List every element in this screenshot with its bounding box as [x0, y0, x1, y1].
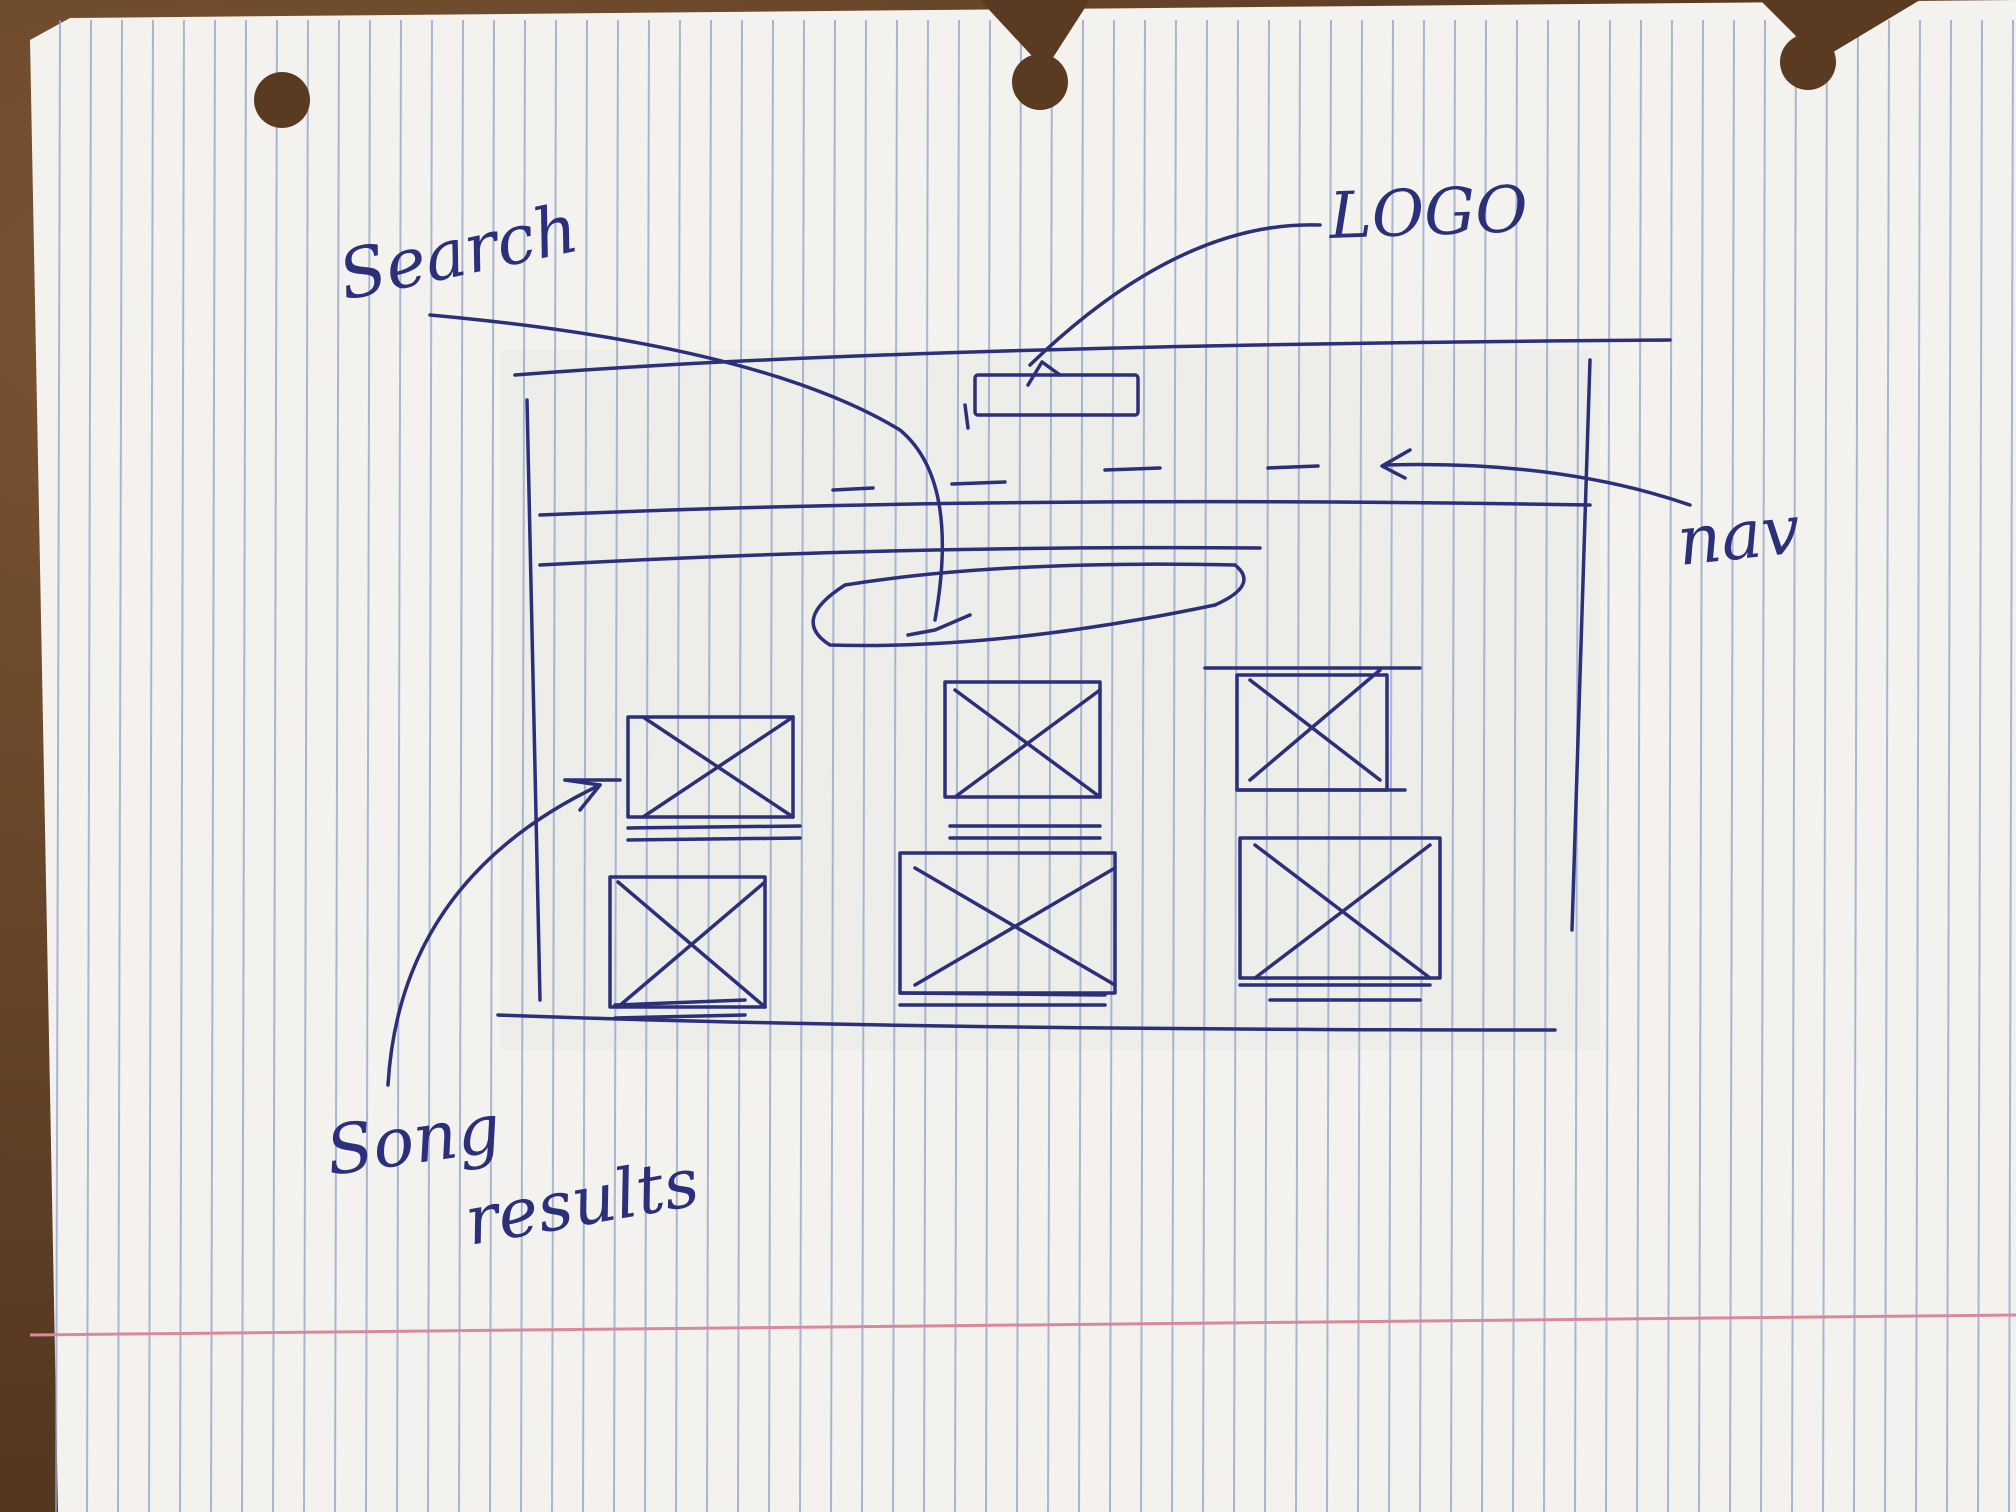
- binder-hole: [1012, 54, 1068, 110]
- rule-line: [1977, 19, 1983, 1512]
- rule-line: [1729, 19, 1735, 1512]
- rule-line: [148, 19, 154, 1512]
- rule-line: [1946, 19, 1952, 1512]
- rule-line: [117, 19, 123, 1512]
- rule-line: [582, 19, 588, 1512]
- page-frame-right: [1570, 358, 1592, 932]
- rule-line: [334, 19, 340, 1512]
- rule-line: [1326, 19, 1332, 1512]
- rule-line: [458, 19, 464, 1512]
- result-tile: [1238, 836, 1442, 1002]
- rule-line: [830, 19, 836, 1512]
- rule-line: [1698, 19, 1704, 1512]
- rule-line: [1419, 19, 1425, 1512]
- logo-arrow: [1028, 223, 1322, 367]
- rule-line: [365, 19, 371, 1512]
- rule-line: [1605, 19, 1611, 1512]
- rule-line: [892, 19, 898, 1512]
- rule-line: [1171, 19, 1177, 1512]
- rule-line: [1202, 19, 1208, 1512]
- margin-line: [29, 1313, 2016, 1337]
- logo-box: [963, 373, 1140, 430]
- rule-line: [985, 19, 991, 1512]
- rule-line: [1481, 19, 1487, 1512]
- rule-line: [706, 19, 712, 1512]
- rule-line: [1047, 19, 1053, 1512]
- rule-line: [1853, 19, 1859, 1512]
- rule-line: [954, 19, 960, 1512]
- result-tile: [626, 715, 802, 842]
- nav-arrow: [1383, 462, 1692, 507]
- rule-line: [551, 19, 557, 1512]
- header-divider: [538, 499, 1592, 517]
- rule-line: [923, 19, 929, 1512]
- rule-line: [1109, 19, 1115, 1512]
- torn-edge: [980, 0, 1090, 70]
- rule-line: [861, 19, 867, 1512]
- result-tile: [898, 851, 1117, 1007]
- rule-line: [241, 19, 247, 1512]
- rule-line: [179, 19, 185, 1512]
- rule-line: [768, 19, 774, 1512]
- wireframe-sketch: [386, 223, 1692, 1087]
- nav-label: nav: [1674, 491, 1804, 582]
- torn-edge: [1760, 0, 1920, 60]
- rule-line: [1884, 19, 1890, 1512]
- search-bar: [811, 562, 1246, 648]
- result-tile: [1203, 666, 1422, 792]
- rule-line: [1791, 19, 1797, 1512]
- search-arrow: [428, 313, 945, 622]
- logo-label: LOGO: [1327, 173, 1529, 254]
- rule-line: [1667, 19, 1673, 1512]
- rule-line: [1140, 19, 1146, 1512]
- rule-line: [1760, 19, 1766, 1512]
- rule-line: [489, 19, 495, 1512]
- nav-arrowhead: [1380, 448, 1412, 480]
- rule-line: [737, 19, 743, 1512]
- rule-line: [272, 19, 278, 1512]
- results-arrow: [386, 783, 602, 1087]
- rule-line: [520, 19, 526, 1512]
- rule-line: [1078, 19, 1084, 1512]
- rule-lines: [55, 19, 2014, 1512]
- rule-line: [1543, 19, 1549, 1512]
- rule-line: [396, 19, 402, 1512]
- rule-line: [675, 19, 681, 1512]
- rule-line: [1295, 19, 1301, 1512]
- search-arrowhead: [906, 613, 972, 637]
- nav-links: [831, 464, 1320, 492]
- rule-line: [1636, 19, 1642, 1512]
- rule-line: [644, 19, 650, 1512]
- rule-line: [1512, 19, 1518, 1512]
- binder-hole: [254, 72, 310, 128]
- rule-line: [303, 19, 309, 1512]
- rule-line: [427, 19, 433, 1512]
- header-divider-2: [538, 545, 1262, 567]
- result-tile: [608, 875, 767, 1020]
- logo-arrowhead: [1026, 360, 1062, 387]
- rule-line: [2008, 19, 2014, 1512]
- rule-line: [210, 19, 216, 1512]
- rule-line: [613, 19, 619, 1512]
- rule-line: [1450, 19, 1456, 1512]
- rule-line: [86, 19, 92, 1512]
- rule-line: [799, 19, 805, 1512]
- page-frame-top: [513, 338, 1672, 377]
- rule-line: [1388, 19, 1394, 1512]
- rule-line: [1822, 19, 1828, 1512]
- result-tile: [943, 680, 1102, 840]
- rule-line: [1915, 19, 1921, 1512]
- rule-line: [1016, 19, 1022, 1512]
- rule-line: [55, 19, 61, 1512]
- page-frame-left: [525, 398, 542, 1002]
